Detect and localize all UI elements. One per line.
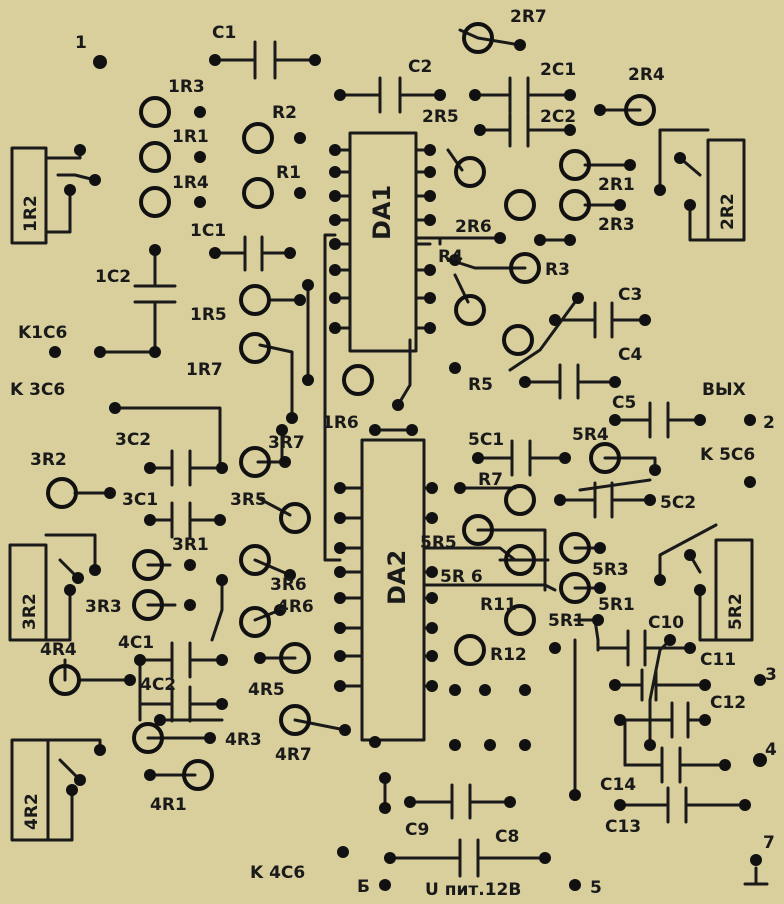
label-c8: C8	[495, 827, 519, 847]
label-c3: C3	[618, 285, 642, 305]
label-c1: C1	[212, 23, 236, 43]
label-5r4: 5R4	[572, 425, 609, 445]
label-2r5: 2R5	[422, 107, 459, 127]
label-c13: C13	[605, 817, 641, 837]
label-c4: C4	[618, 345, 642, 365]
label-1r5: 1R5	[190, 305, 227, 325]
label-1r4: 1R4	[172, 173, 209, 193]
label-5r3: 5R3	[592, 560, 629, 580]
resistor-rings	[46, 22, 656, 791]
solder-pads	[49, 39, 767, 891]
label-4c2: 4C2	[140, 675, 176, 695]
label-c12: C12	[710, 693, 746, 713]
traces	[8, 28, 769, 886]
label-4r3: 4R3	[225, 730, 262, 750]
label-3r1: 3R1	[172, 535, 209, 555]
label-1r6: 1R6	[322, 413, 359, 433]
label-c14: C14	[600, 775, 636, 795]
label-c10: C10	[648, 613, 684, 633]
label-r3: R3	[545, 260, 570, 280]
label-4c1: 4C1	[118, 633, 154, 653]
label-node-3: 3	[765, 665, 777, 685]
label-5c1: 5C1	[468, 430, 504, 450]
label-k5c6: K 5C6	[700, 445, 755, 465]
label-r1: R1	[276, 163, 301, 183]
label-5c2: 5C2	[660, 493, 696, 513]
label-node-4: 4	[765, 740, 777, 760]
label-5r5: 5R5	[420, 533, 457, 553]
label-4r2: 4R2	[22, 793, 42, 830]
label-r5: R5	[468, 375, 493, 395]
label-da1: DA1	[368, 185, 396, 240]
label-3r5: 3R5	[230, 490, 267, 510]
label-output: BЫX	[702, 380, 746, 400]
label-5r1-b: 5R1	[598, 595, 635, 615]
label-k1c6: K1C6	[18, 323, 67, 343]
label-b: Б	[357, 877, 370, 897]
label-c9: C9	[405, 820, 429, 840]
label-k3c6: K 3C6	[10, 380, 65, 400]
label-3r3: 3R3	[85, 597, 122, 617]
label-1c1: 1C1	[190, 221, 226, 241]
label-4r6: 4R6	[277, 597, 314, 617]
label-1c2: 1C2	[95, 267, 131, 287]
label-1r3: 1R3	[168, 77, 205, 97]
label-4r5: 4R5	[248, 680, 285, 700]
component-labels: 1 C1 2R7 C2 2C1 2R4 1R3 R2 2R5 2C2 1R1 1…	[10, 7, 777, 900]
label-5r1-a: 5R1	[548, 611, 585, 631]
label-2r3: 2R3	[598, 215, 635, 235]
label-node-2: 2	[763, 413, 775, 433]
label-3r2-trimmer: 3R2	[20, 593, 40, 630]
label-c11: C11	[700, 650, 736, 670]
label-r4: R4	[438, 247, 463, 267]
label-r12: R12	[490, 645, 527, 665]
label-3c2: 3C2	[115, 430, 151, 450]
label-2r2: 2R2	[718, 193, 738, 230]
label-da2: DA2	[383, 550, 411, 605]
label-r11: R11	[480, 595, 517, 615]
label-r7: R7	[478, 470, 503, 490]
label-2r1: 2R1	[598, 175, 635, 195]
label-4r1: 4R1	[150, 795, 187, 815]
label-1r1: 1R1	[172, 127, 209, 147]
label-node-1: 1	[75, 33, 87, 53]
label-1r2: 1R2	[21, 195, 41, 232]
label-2r7: 2R7	[510, 7, 547, 27]
label-5r2: 5R2	[726, 593, 746, 630]
label-2r4: 2R4	[628, 65, 665, 85]
label-2c2: 2C2	[540, 107, 576, 127]
label-1r7: 1R7	[186, 360, 223, 380]
label-3r6: 3R6	[270, 575, 307, 595]
label-3r2: 3R2	[30, 450, 67, 470]
label-c2: C2	[408, 57, 432, 77]
label-k4c6: K 4C6	[250, 863, 305, 883]
label-supply-voltage: U пит.12В	[425, 880, 521, 900]
label-3r7: 3R7	[268, 433, 305, 453]
label-4r4: 4R4	[40, 640, 77, 660]
label-r2: R2	[272, 103, 297, 123]
label-4r7: 4R7	[275, 745, 312, 765]
label-c5: C5	[612, 393, 636, 413]
label-2r6: 2R6	[455, 217, 492, 237]
label-5r6: 5R 6	[440, 567, 483, 587]
label-2c1: 2C1	[540, 60, 576, 80]
label-node-7: 7	[763, 833, 775, 853]
label-node-5: 5	[590, 878, 602, 898]
label-3c1: 3C1	[122, 490, 158, 510]
